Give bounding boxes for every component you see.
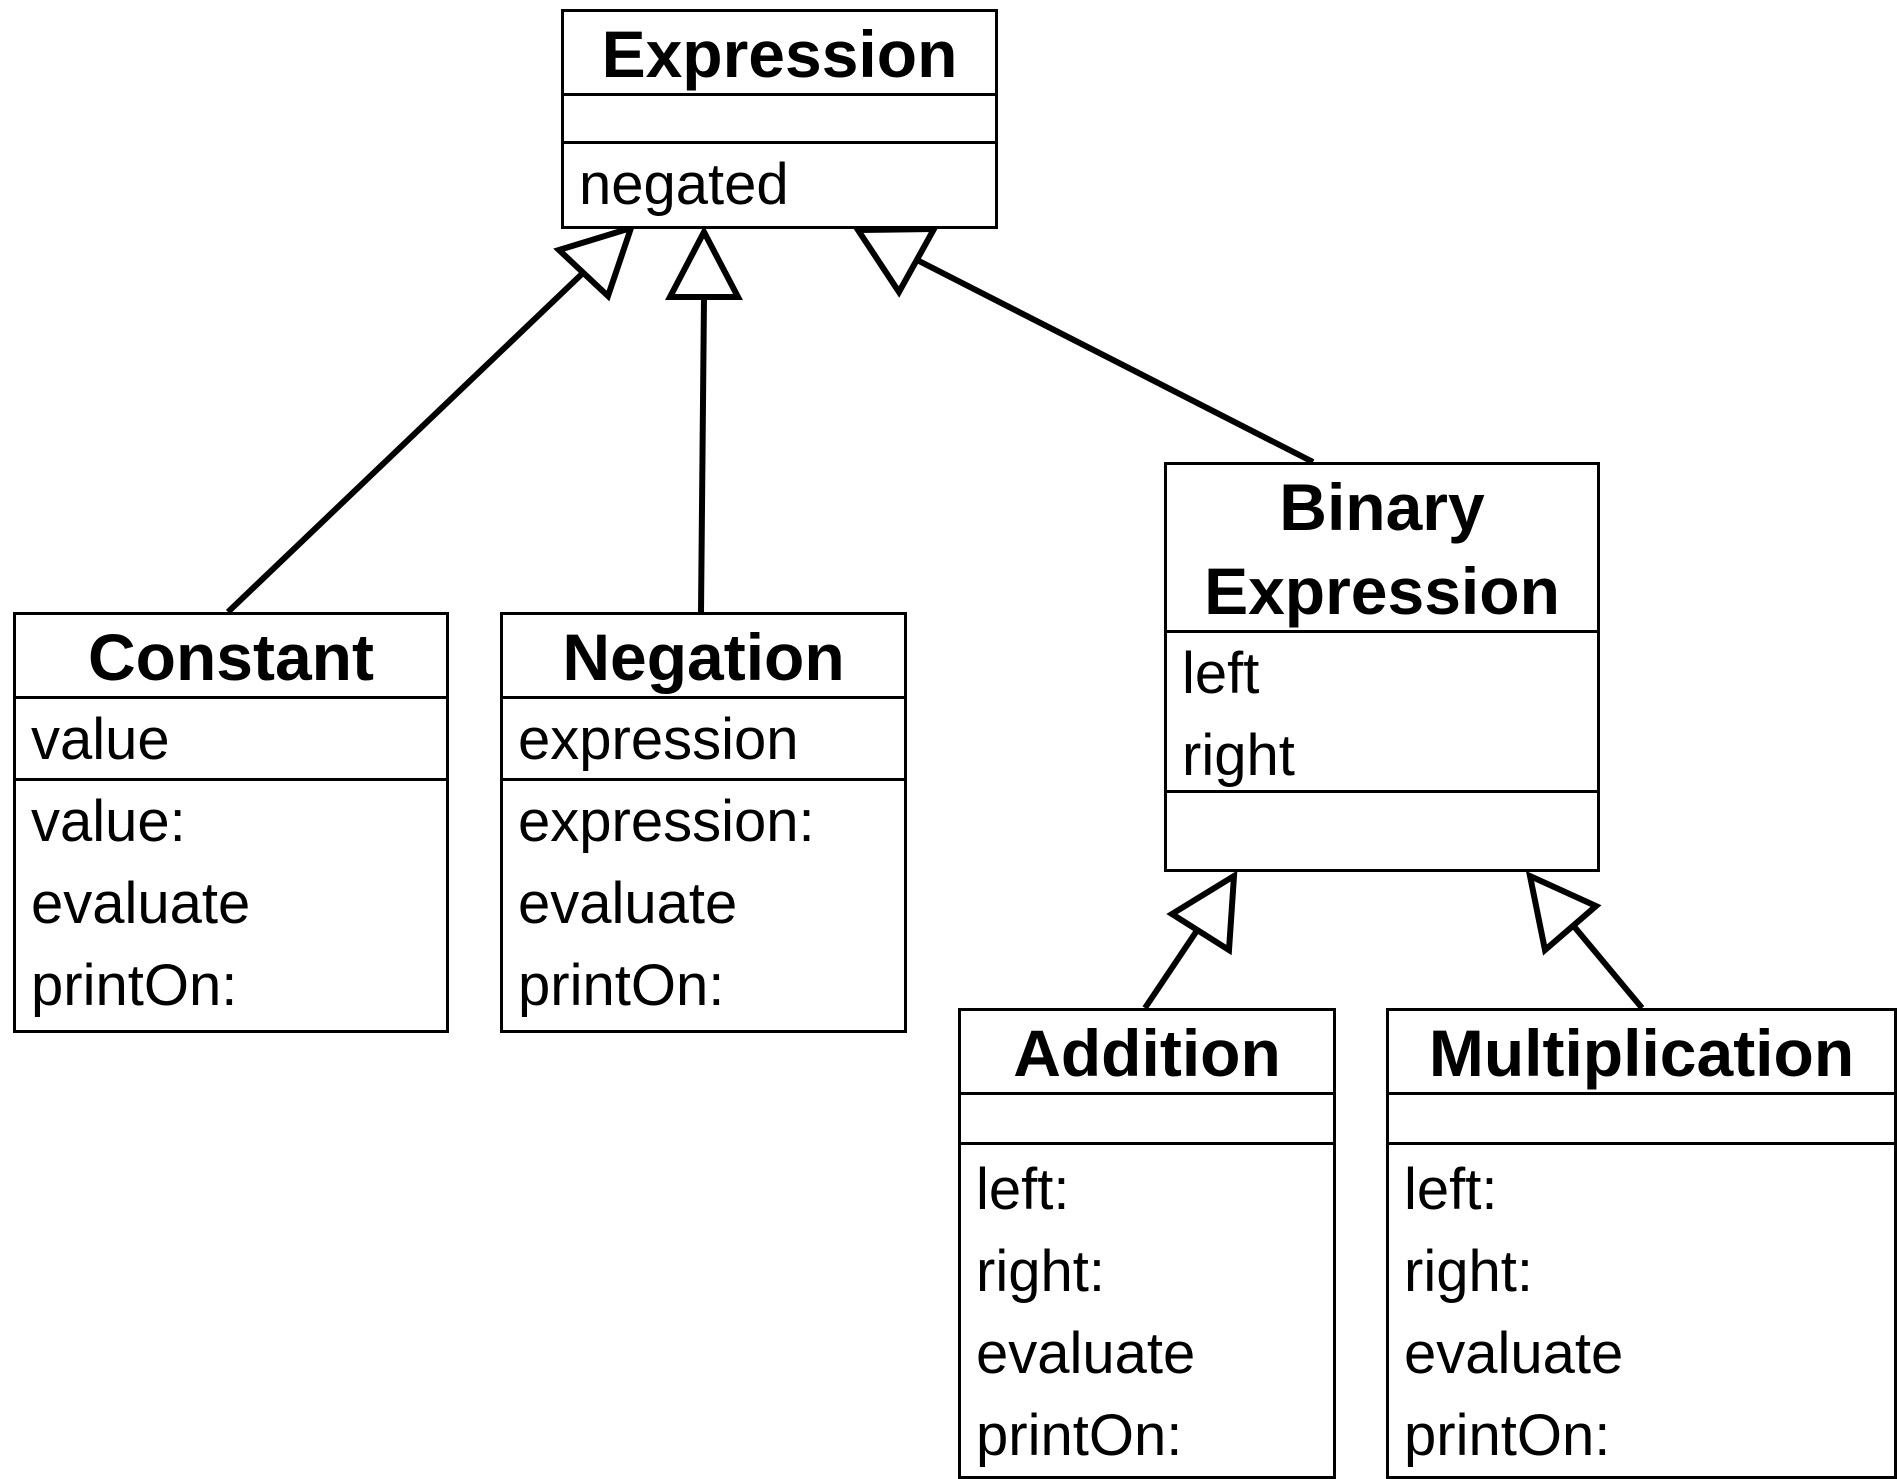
attributes-compartment (564, 96, 995, 144)
operation: value: (31, 789, 186, 854)
operation: evaluate (518, 871, 738, 936)
attributes-compartment: left right (1167, 633, 1597, 793)
operations-compartment: negated (564, 144, 995, 226)
operation: expression: (518, 789, 815, 854)
class-name-text: Constant (88, 620, 374, 694)
attributes-compartment: expression (503, 699, 904, 781)
attribute: left (1182, 641, 1260, 706)
generalization-multiplication-to-binary-expression (1525, 870, 1645, 1010)
class-addition: Addition left: right: evaluate printOn: (958, 1008, 1336, 1479)
class-name-line-2: Expression (1204, 554, 1560, 628)
generalization-binary-expression-to-expression (852, 225, 1315, 465)
attribute: value (31, 707, 170, 772)
generalization-addition-to-binary-expression (1142, 870, 1238, 1010)
operation: evaluate (31, 871, 251, 936)
inheritance-arrowhead (553, 223, 636, 302)
operations-compartment (1167, 793, 1597, 869)
operation: left: (976, 1157, 1070, 1222)
operations-compartment: left: right: evaluate printOn: (961, 1145, 1333, 1477)
class-name: Negation (503, 615, 904, 699)
attribute: right (1182, 723, 1295, 788)
class-name-text: Negation (562, 620, 845, 694)
class-name: Expression (564, 12, 995, 96)
operation: left: (1404, 1157, 1498, 1222)
class-name: Addition (961, 1011, 1333, 1095)
operations-compartment: expression: evaluate printOn: (503, 781, 904, 1027)
inheritance-arrowhead (1166, 870, 1238, 956)
inheritance-arrowhead (1525, 870, 1602, 956)
class-binary-expression: Binary Expression left right (1164, 462, 1600, 872)
class-name-line-1: Binary (1279, 470, 1485, 544)
class-expression: Expression negated (561, 9, 998, 229)
generalization-constant-to-expression (225, 223, 636, 615)
attribute: expression (518, 707, 799, 772)
inheritance-arrowhead (852, 225, 940, 298)
generalization-negation-to-expression (665, 225, 743, 613)
class-constant: Constant value value: evaluate printOn: (13, 612, 449, 1033)
operation: negated (579, 152, 789, 217)
class-name-text: Multiplication (1428, 1016, 1855, 1090)
operation: right: (1404, 1239, 1533, 1304)
class-name-text: Addition (1013, 1016, 1281, 1090)
class-name: Multiplication (1389, 1011, 1894, 1095)
inheritance-arrowhead (665, 225, 743, 300)
class-name: Binary Expression (1167, 465, 1597, 633)
operation: evaluate (976, 1321, 1196, 1386)
operation: printOn: (1404, 1403, 1611, 1468)
class-multiplication: Multiplication left: right: evaluate pri… (1386, 1008, 1897, 1479)
operations-compartment: left: right: evaluate printOn: (1389, 1145, 1894, 1477)
class-name: Constant (16, 615, 446, 699)
class-negation: Negation expression expression: evaluate… (500, 612, 907, 1033)
attributes-compartment (1389, 1095, 1894, 1145)
operation: evaluate (1404, 1321, 1624, 1386)
attributes-compartment: value (16, 699, 446, 781)
operations-compartment: value: evaluate printOn: (16, 781, 446, 1027)
operation: printOn: (518, 953, 725, 1018)
class-name-text: Expression (601, 17, 958, 91)
operation: right: (976, 1239, 1105, 1304)
operation: printOn: (31, 953, 238, 1018)
attributes-compartment (961, 1095, 1333, 1145)
operation: printOn: (976, 1403, 1183, 1468)
